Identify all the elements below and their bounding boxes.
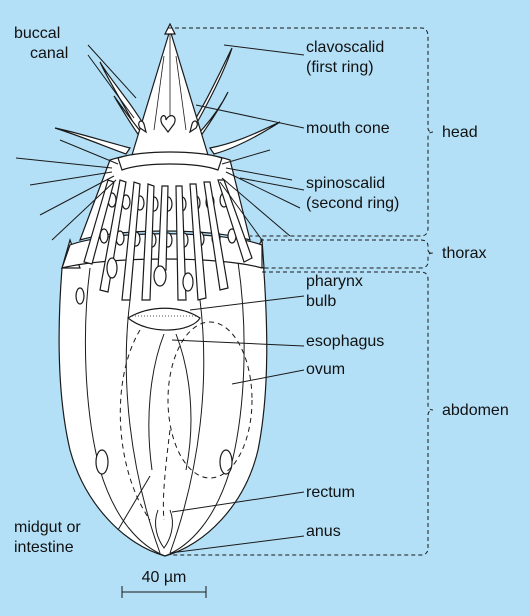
- label-esophagus: esophagus: [306, 333, 384, 350]
- label-mouth-cone: mouth cone: [306, 120, 390, 137]
- lateral-organ: [220, 450, 232, 474]
- scale-bar-label: 40 µm: [142, 569, 187, 586]
- label-region-thorax: thorax: [442, 245, 486, 262]
- lateral-organ: [96, 450, 108, 474]
- label-ovum: ovum: [306, 361, 345, 378]
- label-region-head: head: [442, 124, 478, 141]
- label-rectum: rectum: [306, 484, 355, 501]
- label-region-abdomen: abdomen: [442, 402, 509, 419]
- label-anus: anus: [306, 523, 341, 540]
